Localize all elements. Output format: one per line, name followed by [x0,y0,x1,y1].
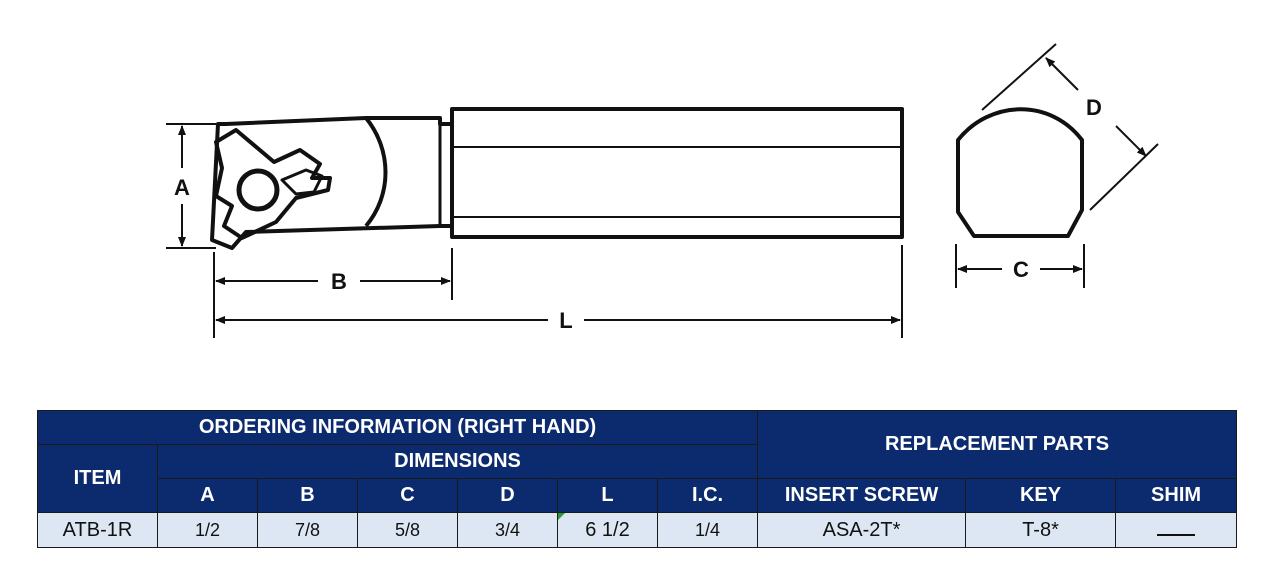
cell-c: 5/8 [357,512,458,548]
shank-body [450,107,904,239]
cell-ic: 1/4 [656,512,759,548]
dim-d [981,43,1159,211]
col-header-ic: I.C. [656,478,759,513]
tool-holder-drawing: A B L C D [166,43,1159,338]
col-header-d: D [457,478,558,513]
ordering-table: ORDERING INFORMATION (RIGHT HAND) REPLAC… [36,410,1238,548]
cell-insert-screw: ASA-2T* [757,512,967,548]
col-header-key: KEY [965,478,1117,513]
cell-key: T-8* [965,512,1117,548]
insert-screw-hole [236,168,280,212]
ordering-title: ORDERING INFORMATION (RIGHT HAND) [36,410,759,445]
end-view [956,107,1084,238]
col-header-shim: SHIM [1115,478,1238,513]
dim-a [166,123,216,249]
dim-b [213,248,453,300]
dimensions-header: DIMENSIONS [156,444,759,479]
dim-c [955,244,1085,288]
col-header-b: B [257,478,358,513]
cell-d: 3/4 [457,512,558,548]
cell-b: 7/8 [257,512,358,548]
col-header-c: C [357,478,458,513]
col-header-a: A [157,478,258,513]
dim-b-label: B [331,269,347,294]
shim-blank-line [1157,520,1196,536]
dim-a-label: A [174,175,190,200]
dim-l [213,245,903,338]
side-view [210,107,904,250]
dim-c-label: C [1013,257,1029,282]
dim-d-label: D [1086,95,1102,120]
insert-shape [214,128,332,240]
cell-item: ATB-1R [37,512,158,548]
table-row: ATB-1R 1/2 7/8 5/8 3/4 6 1/2 1/4 ASA-2T*… [37,512,1238,548]
dim-l-label: L [559,308,572,333]
cell-a: 1/2 [157,512,258,548]
replacement-parts-title: REPLACEMENT PARTS [757,410,1238,479]
cell-l: 6 1/2 [557,512,658,548]
item-header: ITEM [37,444,158,513]
col-header-l: L [557,478,658,513]
end-profile [956,107,1084,238]
insert-pocket [280,168,324,196]
col-header-insert-screw: INSERT SCREW [757,478,967,513]
cell-shim [1115,512,1238,548]
head-arc [364,116,388,228]
